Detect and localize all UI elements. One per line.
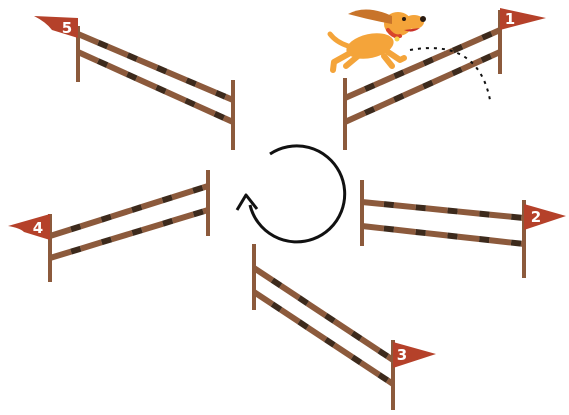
hurdle-4: 4 bbox=[8, 170, 210, 282]
flag-3-number: 3 bbox=[397, 346, 407, 364]
hurdle-3: 3 bbox=[252, 244, 436, 410]
flag-5 bbox=[34, 16, 78, 38]
hurdle-1: 1 bbox=[343, 8, 546, 150]
counterclockwise-arrow-icon bbox=[235, 144, 347, 244]
flag-3 bbox=[393, 342, 436, 368]
flag-2-number: 2 bbox=[531, 208, 541, 226]
flag-1-number: 1 bbox=[505, 10, 515, 28]
flag-4-number: 4 bbox=[33, 219, 43, 237]
flag-5-number: 5 bbox=[62, 19, 72, 37]
flag-4 bbox=[8, 214, 50, 240]
hurdle-5: 5 bbox=[34, 16, 235, 150]
jumping-dog-icon bbox=[327, 9, 426, 73]
hurdle-2: 2 bbox=[360, 180, 566, 278]
flag-1 bbox=[500, 8, 546, 30]
flag-2 bbox=[524, 204, 566, 230]
